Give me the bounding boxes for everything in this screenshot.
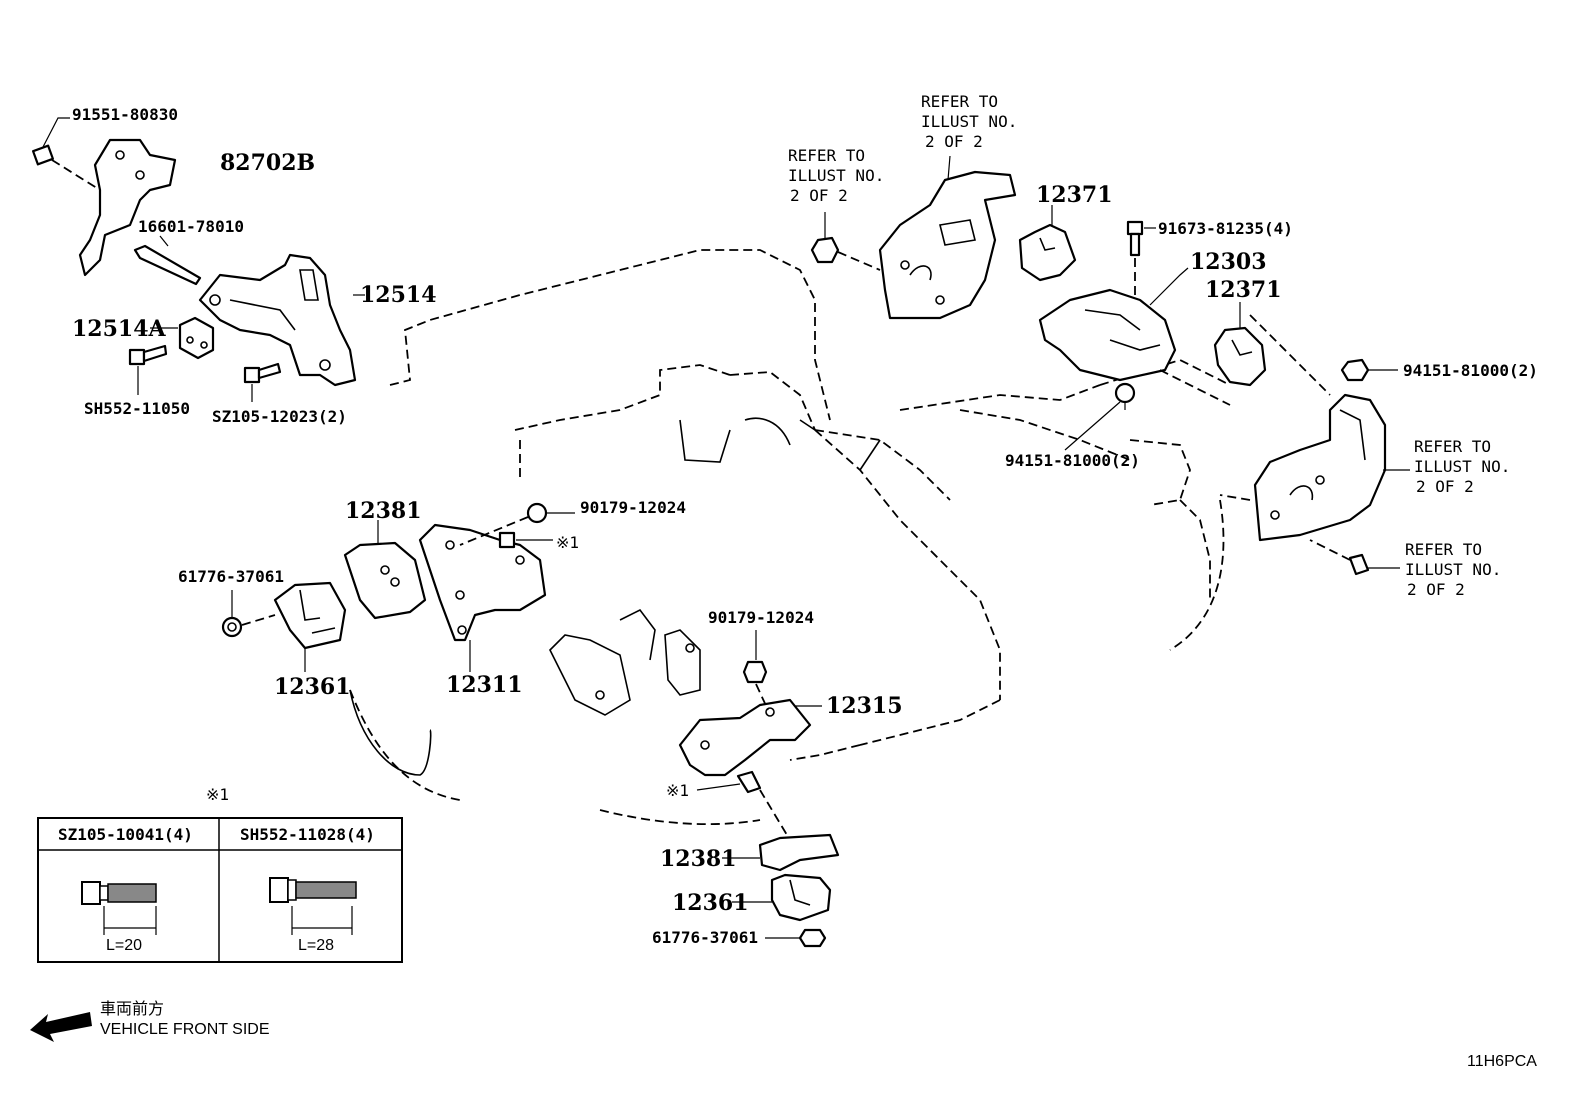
nut-94151-81000-b xyxy=(1340,358,1398,382)
refer-note-c: REFER TO ILLUST NO. 2 OF 2 xyxy=(1414,437,1510,496)
label-12514a: 12514A xyxy=(72,316,167,342)
label-12315: 12315 xyxy=(826,693,903,719)
illustration-code: 11H6PCA xyxy=(1467,1053,1537,1070)
housing-ribs xyxy=(549,608,701,716)
label-12381-b: 12381 xyxy=(660,846,737,872)
label-sh552-11050: SH552-11050 xyxy=(84,399,190,418)
label-mark1-b: ※1 xyxy=(666,781,689,800)
label-82702b: 82702B xyxy=(220,150,315,176)
transmission-outline xyxy=(349,249,1251,826)
label-12303: 12303 xyxy=(1190,249,1267,275)
refer-c-line1: REFER TO xyxy=(1414,437,1491,456)
label-12381-a: 12381 xyxy=(345,498,422,524)
label-61776-37061-b: 61776-37061 xyxy=(652,928,758,947)
nut-61776-37061-b xyxy=(765,928,827,948)
bolt-mark1-a xyxy=(498,531,553,549)
refer-a-line2: ILLUST NO. xyxy=(921,112,1017,131)
label-sz105-12023: SZ105-12023(2) xyxy=(212,407,347,426)
bracket-12315 xyxy=(678,698,822,777)
label-12371-a: 12371 xyxy=(1036,182,1113,208)
label-12361-a: 12361 xyxy=(274,674,351,700)
bracket-12514 xyxy=(198,253,365,387)
insulator-12371-a xyxy=(1018,205,1077,282)
bolt-mark1-b xyxy=(696,770,791,841)
front-arrow-icon xyxy=(30,1012,92,1042)
vehicle-front-indicator: 車両前方 VEHICLE FRONT SIDE xyxy=(30,1000,270,1042)
label-94151-81000-b: 94151-81000(2) xyxy=(1005,451,1140,470)
bolt-refer-b xyxy=(810,212,881,271)
refer-d-line1: REFER TO xyxy=(1405,540,1482,559)
label-90179-12024-a: 90179-12024 xyxy=(580,498,686,517)
nut-90179-12024-a xyxy=(459,502,575,546)
refer-c-line2: ILLUST NO. xyxy=(1414,457,1510,476)
table-mark: ※1 xyxy=(206,785,229,804)
refer-c-line3: 2 OF 2 xyxy=(1416,477,1474,496)
crossmember-12303 xyxy=(1038,267,1231,410)
label-61776-37061-a: 61776-37061 xyxy=(178,567,284,586)
bracket-refer-c xyxy=(1253,393,1410,542)
nut-94151-81000-a xyxy=(1064,382,1136,451)
bolt-sh552-11028-drawing: L=28 xyxy=(269,877,357,954)
refer-d-line2: ILLUST NO. xyxy=(1405,560,1501,579)
table-header-sz105-10041: SZ105-10041(4) xyxy=(58,825,193,844)
refer-b-line2: ILLUST NO. xyxy=(788,166,884,185)
label-94151-81000-a: 94151-81000(2) xyxy=(1403,361,1538,380)
length-l20: L=20 xyxy=(106,937,142,954)
bracket-refer-a xyxy=(878,155,1017,320)
bolt-sz105-12023 xyxy=(243,362,282,402)
bolt-91673-81235 xyxy=(1126,220,1156,295)
nut-61776-37061-a xyxy=(221,590,276,638)
insulator-12361-a xyxy=(273,581,347,672)
bolt-refer-d xyxy=(1309,539,1400,576)
nut-90179-12024-b xyxy=(742,630,769,711)
front-jp-text: 車両前方 xyxy=(100,1000,164,1018)
refer-b-line3: 2 OF 2 xyxy=(790,186,848,205)
refer-a-line1: REFER TO xyxy=(921,92,998,111)
label-12514: 12514 xyxy=(360,282,437,308)
label-12361-b: 12361 xyxy=(672,890,749,916)
label-90179-12024-b: 90179-12024 xyxy=(708,608,814,627)
bolt-16601-78010 xyxy=(133,235,202,286)
front-en-text: VEHICLE FRONT SIDE xyxy=(100,1021,270,1038)
refer-note-b: REFER TO ILLUST NO. 2 OF 2 xyxy=(788,146,884,205)
label-mark1-a: ※1 xyxy=(556,533,579,552)
bolt-91551-80830 xyxy=(31,117,101,191)
label-12311: 12311 xyxy=(446,672,523,698)
insulator-12361-b xyxy=(732,873,832,922)
label-16601-78010: 16601-78010 xyxy=(138,217,244,236)
label-12371-b: 12371 xyxy=(1205,277,1282,303)
label-91551-80830: 91551-80830 xyxy=(72,105,178,124)
table-header-sh552-11028: SH552-11028(4) xyxy=(240,825,375,844)
insulator-12381-a xyxy=(343,520,427,620)
insulator-12381-b xyxy=(722,833,840,872)
bracket-82702b xyxy=(78,138,177,277)
refer-note-d: REFER TO ILLUST NO. 2 OF 2 xyxy=(1405,540,1501,599)
bolt-sh552-11050 xyxy=(128,344,168,395)
length-l28: L=28 xyxy=(298,937,334,954)
bolt-table: ※1 SZ105-10041(4) SH552-11028(4) L=20 L=… xyxy=(37,785,403,963)
spacer-12514a xyxy=(150,316,215,360)
refer-note-a: REFER TO ILLUST NO. 2 OF 2 xyxy=(921,92,1017,151)
bolt-sz105-10041-drawing: L=20 xyxy=(81,881,157,954)
label-91673-81235: 91673-81235(4) xyxy=(1158,219,1293,238)
labels: 91551-80830 82702B 16601-78010 12514 125… xyxy=(72,92,1538,947)
refer-b-line1: REFER TO xyxy=(788,146,865,165)
refer-a-line3: 2 OF 2 xyxy=(925,132,983,151)
insulator-12371-b xyxy=(1213,302,1331,396)
bracket-12311 xyxy=(418,523,547,672)
refer-d-line3: 2 OF 2 xyxy=(1407,580,1465,599)
